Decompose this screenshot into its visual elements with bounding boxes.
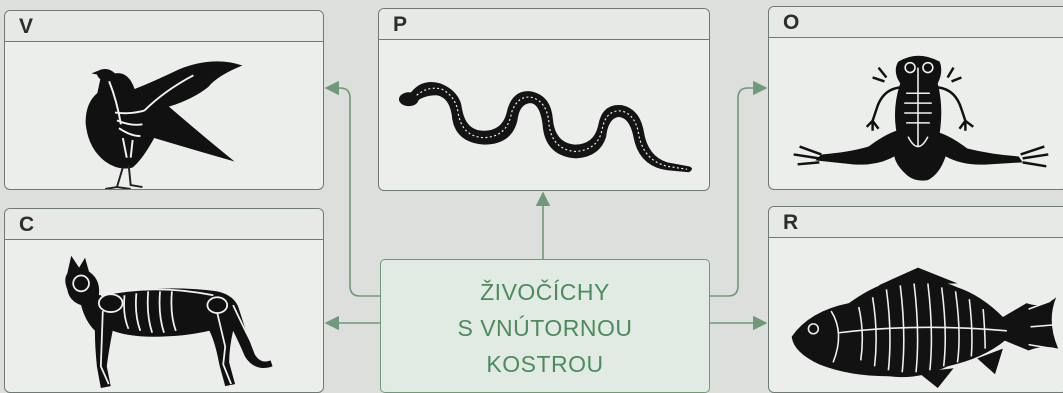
panel-o-letter: O [783,11,799,35]
panel-r-header: R [769,207,1063,238]
center-title-line1: ŽIVOČÍCHY [480,274,610,310]
panel-p-letter: P [393,13,407,37]
panel-c-letter: C [19,213,34,237]
panel-o: O [768,6,1063,190]
arrow-to-o [710,88,766,296]
panel-c-header: C [5,209,323,240]
cat-skeleton-icon [5,240,323,392]
panel-r-letter: R [783,211,798,235]
center-title-line3: KOSTROU [486,346,603,382]
fish-skeleton-icon [769,238,1063,392]
snake-skeleton-icon [379,40,709,190]
center-box: ŽIVOČÍCHY S VNÚTORNOU KOSTROU [380,259,710,393]
panel-p-header: P [379,9,709,40]
panel-r: R [768,206,1063,393]
panel-v-letter: V [19,15,33,39]
frog-skeleton-icon [769,38,1063,189]
bird-skeleton-icon [5,42,323,189]
panel-v-header: V [5,11,323,42]
panel-c: C [4,208,324,393]
panel-p: P [378,8,710,191]
panel-o-header: O [769,7,1063,38]
center-title-line2: S VNÚTORNOU [457,310,632,346]
panel-v: V [4,10,324,190]
arrow-to-v [326,88,380,296]
